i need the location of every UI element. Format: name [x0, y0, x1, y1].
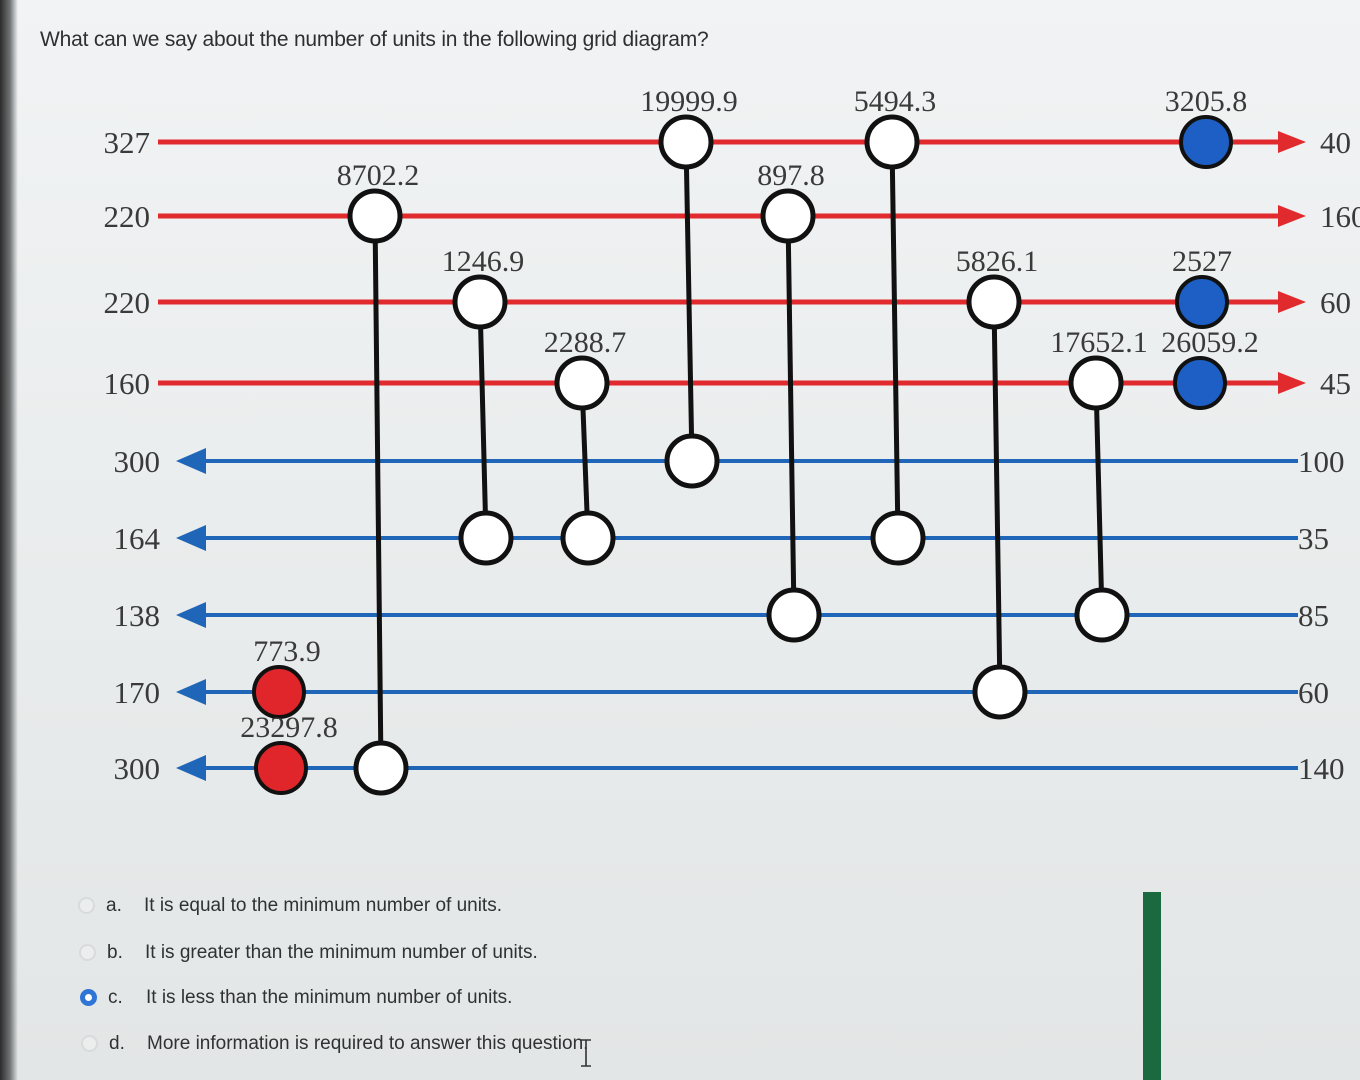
option-a-letter: a. — [106, 895, 122, 916]
heater-duty-label: 773.9 — [253, 635, 321, 668]
exchanger-cold-node — [353, 740, 409, 796]
exchanger-duty-label: 897.8 — [757, 159, 825, 192]
option-a-text: It is equal to the minimum number of uni… — [144, 895, 502, 916]
cold-stream-inlet-temp: 60 — [1298, 675, 1329, 710]
exchanger-duty-label: 5494.3 — [854, 85, 937, 118]
exchanger-duty-label: 1246.9 — [442, 245, 525, 278]
cold-stream-outlet-temp: 300 — [114, 751, 161, 786]
exchanger-hot-node — [452, 274, 508, 330]
exchanger-connector — [991, 301, 1003, 693]
cold-stream-arrow — [176, 755, 206, 781]
cooler-duty-label: 2527 — [1172, 245, 1232, 278]
cold-stream-arrow — [176, 602, 206, 628]
exchanger-cold-node — [766, 587, 822, 643]
exchanger-hot-node — [760, 188, 816, 244]
grid-diagram: 327 40 220 160 220 60 160 45 300 100 164 35 138 85 170… — [104, 85, 1360, 796]
exchanger-duty-label: 8702.2 — [337, 159, 420, 192]
hot-stream-inlet-temp: 220 — [104, 199, 151, 234]
cooler-duty-label: 26059.2 — [1161, 326, 1259, 359]
hot-stream-arrow — [1278, 372, 1306, 394]
option-d-letter: d. — [109, 1033, 125, 1054]
exchanger-connector — [889, 141, 901, 539]
hot-stream-inlet-temp: 160 — [104, 366, 151, 401]
radio-b[interactable] — [79, 944, 96, 961]
exchanger-hot-node — [347, 188, 403, 244]
cooler-node — [1175, 275, 1229, 329]
exchanger-hot-node — [966, 274, 1022, 330]
cooler-node — [1179, 115, 1233, 169]
heater-node — [252, 665, 306, 719]
cold-stream-outlet-temp: 138 — [114, 598, 161, 633]
exchanger-cold-node — [972, 664, 1028, 720]
hot-stream-outlet-temp: 40 — [1320, 125, 1351, 160]
cold-stream-inlet-temp: 85 — [1298, 598, 1329, 633]
cooler-duty-label: 3205.8 — [1165, 85, 1248, 118]
exchanger-hot-node — [554, 355, 610, 411]
exchanger-connector — [785, 215, 797, 616]
exchanger-cold-node — [870, 510, 926, 566]
hot-stream-arrow — [1278, 131, 1306, 153]
exchanger-duty-label: 5826.1 — [956, 245, 1039, 278]
hot-stream-arrow — [1278, 205, 1306, 227]
hot-stream-outlet-temp: 45 — [1320, 366, 1351, 401]
question-text: What can we say about the number of unit… — [40, 28, 709, 51]
exchanger-duty-label: 17652.1 — [1050, 326, 1148, 359]
green-side-bar — [1143, 892, 1161, 1080]
cold-stream-outlet-temp: 170 — [114, 675, 161, 710]
cold-stream-arrow — [176, 525, 206, 551]
radio-d[interactable] — [81, 1035, 98, 1052]
exchanger-hot-node — [1068, 355, 1124, 411]
option-b-text: It is greater than the minimum number of… — [145, 942, 538, 963]
option-c-text: It is less than the minimum number of un… — [146, 987, 513, 1008]
exchanger-hot-node — [658, 114, 714, 170]
heater-node — [254, 741, 308, 795]
exchanger-cold-node — [458, 510, 514, 566]
hot-stream-outlet-temp: 160 — [1320, 199, 1360, 234]
option-b-letter: b. — [107, 942, 123, 963]
cooler-node — [1173, 356, 1227, 410]
radio-c[interactable] — [80, 989, 97, 1006]
hot-stream-arrow — [1278, 291, 1306, 313]
cold-stream-inlet-temp: 140 — [1298, 751, 1345, 786]
exchanger-connector — [1093, 382, 1105, 616]
exchanger-connector — [683, 141, 695, 462]
option-d-text: More information is required to answer t… — [147, 1033, 589, 1054]
exchanger-connector — [372, 215, 384, 769]
cold-stream-inlet-temp: 35 — [1298, 521, 1329, 556]
radio-a[interactable] — [78, 897, 95, 914]
hot-stream-outlet-temp: 60 — [1320, 285, 1351, 320]
cold-stream-outlet-temp: 164 — [114, 521, 161, 556]
hot-stream-inlet-temp: 220 — [104, 285, 151, 320]
text-cursor-icon — [581, 1039, 591, 1067]
cold-stream-inlet-temp: 100 — [1298, 444, 1345, 479]
exchanger-duty-label: 2288.7 — [544, 326, 627, 359]
exchanger-cold-node — [664, 433, 720, 489]
exchanger-duty-label: 19999.9 — [640, 85, 738, 118]
exchanger-cold-node — [560, 510, 616, 566]
heater-duty-label: 23297.8 — [240, 711, 338, 744]
cold-stream-outlet-temp: 300 — [114, 444, 161, 479]
option-c-letter: c. — [108, 987, 123, 1008]
exchanger-connector — [477, 301, 489, 539]
exchanger-cold-node — [1074, 587, 1130, 643]
hot-stream-inlet-temp: 327 — [104, 125, 151, 160]
cold-stream-arrow — [176, 679, 206, 705]
cold-stream-arrow — [176, 448, 206, 474]
screen-edge-shadow — [0, 0, 18, 1080]
exchanger-hot-node — [864, 114, 920, 170]
